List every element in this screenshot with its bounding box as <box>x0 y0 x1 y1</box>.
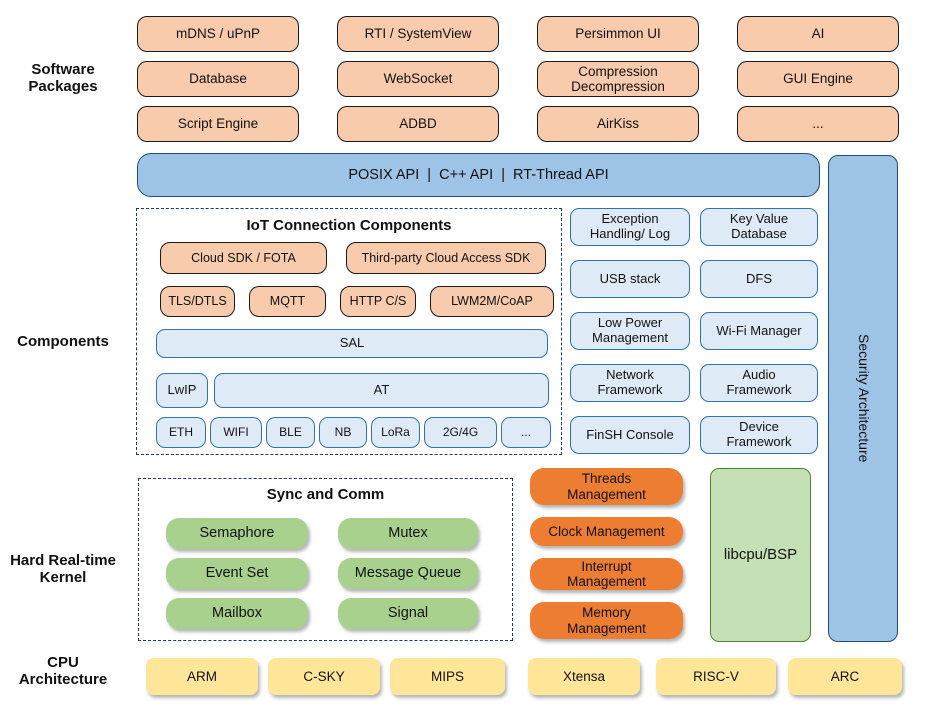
label-line: Components <box>17 333 109 350</box>
kernel-management-box: Clock Management <box>530 517 683 546</box>
section-label-kernel: Hard Real-time Kernel <box>2 552 124 587</box>
kernel-management-box: Interrupt Management <box>530 558 683 590</box>
protocol-box: HTTP C/S <box>340 286 416 317</box>
package-box: AirKiss <box>537 106 699 142</box>
kernel-management-box: Threads Management <box>530 468 683 505</box>
component-box: Audio Framework <box>700 364 818 402</box>
label-line: Packages <box>28 77 98 95</box>
network-box: WIFI <box>210 417 262 448</box>
cpu-arch-box: Xtensa <box>528 658 640 695</box>
package-box: Database <box>137 61 299 97</box>
component-box: DFS <box>700 260 818 298</box>
iot-network-row: ETH WIFI BLE NB LoRa 2G/4G ... <box>156 417 551 448</box>
kernel-sync-box: Message Queue <box>338 558 478 589</box>
cpu-arch-box: ARM <box>146 658 258 695</box>
kernel-sync-box: Mutex <box>338 518 478 549</box>
section-label-components: Components <box>2 333 124 351</box>
sync-grid: Semaphore Mutex Event Set Message Queue … <box>166 518 478 629</box>
iot-box-title: IoT Connection Components <box>246 217 452 234</box>
package-box: GUI Engine <box>737 61 899 97</box>
package-box: Compression Decompression <box>537 61 699 97</box>
component-box: Exception Handling/ Log <box>570 208 690 246</box>
section-label-cpu-architecture: CPU Architecture <box>2 654 124 689</box>
package-box: ... <box>737 106 899 142</box>
network-box: 2G/4G <box>424 417 497 448</box>
package-box: Script Engine <box>137 106 299 142</box>
components-grid: Exception Handling/ Log Key Value Databa… <box>570 208 818 454</box>
network-box: LoRa <box>371 417 420 448</box>
component-box: Low Power Management <box>570 312 690 350</box>
label-line: Software <box>31 61 95 78</box>
package-box: AI <box>737 16 899 52</box>
cpu-arch-box: RISC-V <box>656 658 776 695</box>
software-packages-grid: mDNS / uPnP RTI / SystemView Persimmon U… <box>137 16 899 142</box>
network-box: NB <box>319 417 367 448</box>
cpu-arch-box: C-SKY <box>268 658 380 695</box>
kernel-management-box: Memory Management <box>530 602 683 639</box>
security-architecture-bar: Security Architecture <box>828 155 898 642</box>
kernel-sync-box: Semaphore <box>166 518 308 549</box>
package-box: Persimmon UI <box>537 16 699 52</box>
component-box: FinSH Console <box>570 416 690 454</box>
protocol-box: TLS/DTLS <box>160 286 235 317</box>
package-box: RTI / SystemView <box>337 16 499 52</box>
label-line: Architecture <box>18 670 108 688</box>
label-line: Hard Real-time <box>10 552 116 569</box>
package-box: ADBD <box>337 106 499 142</box>
label-line: Kernel <box>39 568 87 586</box>
network-box: ETH <box>156 417 206 448</box>
iot-sdk-box: Third-party Cloud Access SDK <box>346 242 546 274</box>
sync-box-title: Sync and Comm <box>266 486 385 503</box>
kernel-management-column: Threads Management Clock Management Inte… <box>530 468 683 639</box>
cpu-arch-box: MIPS <box>390 658 505 695</box>
sal-layer-bar: SAL <box>156 329 548 358</box>
at-layer-bar: AT <box>214 373 549 408</box>
component-box: Wi-Fi Manager <box>700 312 818 350</box>
component-box: Device Framework <box>700 416 818 454</box>
protocol-box: MQTT <box>249 286 326 317</box>
iot-sdk-row: Cloud SDK / FOTA Third-party Cloud Acces… <box>160 242 546 274</box>
iot-protocol-row: TLS/DTLS MQTT HTTP C/S LWM2M/CoAP <box>160 286 554 317</box>
protocol-box: LWM2M/CoAP <box>430 286 554 317</box>
component-box: Key Value Database <box>700 208 818 246</box>
package-box: mDNS / uPnP <box>137 16 299 52</box>
section-label-software-packages: Software Packages <box>2 61 124 96</box>
network-box: BLE <box>266 417 315 448</box>
package-box: WebSocket <box>337 61 499 97</box>
lwip-box: LwIP <box>156 373 208 408</box>
sync-and-comm-box: Sync and Comm Semaphore Mutex Event Set … <box>138 478 513 641</box>
iot-sdk-box: Cloud SDK / FOTA <box>160 242 327 274</box>
kernel-sync-box: Mailbox <box>166 598 308 629</box>
iot-stack-row: LwIP AT <box>156 373 549 408</box>
component-box: Network Framework <box>570 364 690 402</box>
iot-connection-components-box: IoT Connection Components Cloud SDK / FO… <box>136 208 562 455</box>
kernel-sync-box: Signal <box>338 598 478 629</box>
cpu-arch-box: ARC <box>788 658 902 695</box>
component-box: USB stack <box>570 260 690 298</box>
network-box: ... <box>501 417 551 448</box>
libcpu-bsp-box: libcpu/BSP <box>710 468 811 642</box>
kernel-sync-box: Event Set <box>166 558 308 589</box>
api-layer-bar: POSIX API | C++ API | RT-Thread API <box>137 153 820 197</box>
label-line: CPU <box>47 654 79 671</box>
